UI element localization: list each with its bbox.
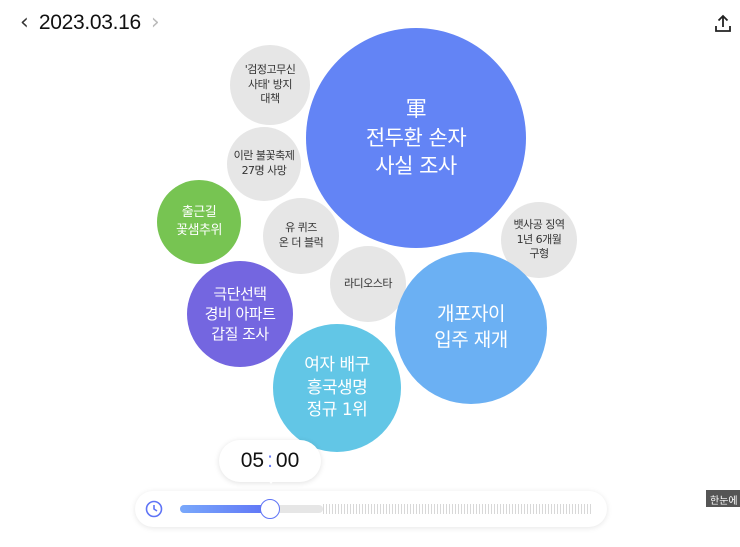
- timeline-slider-thumb[interactable]: [260, 499, 281, 519]
- tooltip: 한눈에 보: [706, 490, 740, 507]
- chevron-right-icon[interactable]: ›: [150, 10, 160, 35]
- timeline-progress: [180, 505, 271, 513]
- time-hours: 05: [240, 449, 265, 472]
- chevron-left-icon[interactable]: ‹: [20, 10, 29, 35]
- bubble-keyword[interactable]: 출근길 꽃샘추위: [157, 180, 241, 264]
- bubble-keyword[interactable]: 軍 전두환 손자 사실 조사: [306, 28, 526, 248]
- timeline-bar: [135, 491, 607, 527]
- clock-icon[interactable]: [145, 500, 163, 518]
- bubble-keyword[interactable]: 개포자이 입주 재개: [395, 252, 547, 404]
- bubble-keyword[interactable]: 라디오스타: [330, 246, 406, 322]
- share-icon[interactable]: [712, 13, 734, 35]
- time-colon: :: [267, 449, 273, 472]
- bubble-keyword[interactable]: 유 퀴즈 온 더 블럭: [263, 198, 339, 274]
- timeline-track[interactable]: [180, 505, 323, 513]
- bubble-keyword[interactable]: 이란 불꽃축제 27명 사망: [227, 127, 301, 201]
- current-date: 2023.03.16: [38, 11, 141, 34]
- time-minutes: 00: [275, 449, 300, 472]
- time-display: 05 : 00: [219, 440, 321, 484]
- bubble-keyword[interactable]: '검정고무신 사태' 방지 대책: [230, 45, 310, 125]
- bubble-keyword[interactable]: 여자 배구 흥국생명 정규 1위: [273, 324, 401, 452]
- timeline-ticks[interactable]: [323, 504, 591, 514]
- date-header: ‹ 2023.03.16 ›: [20, 8, 160, 38]
- bubble-keyword[interactable]: 극단선택 경비 아파트 갑질 조사: [187, 261, 293, 367]
